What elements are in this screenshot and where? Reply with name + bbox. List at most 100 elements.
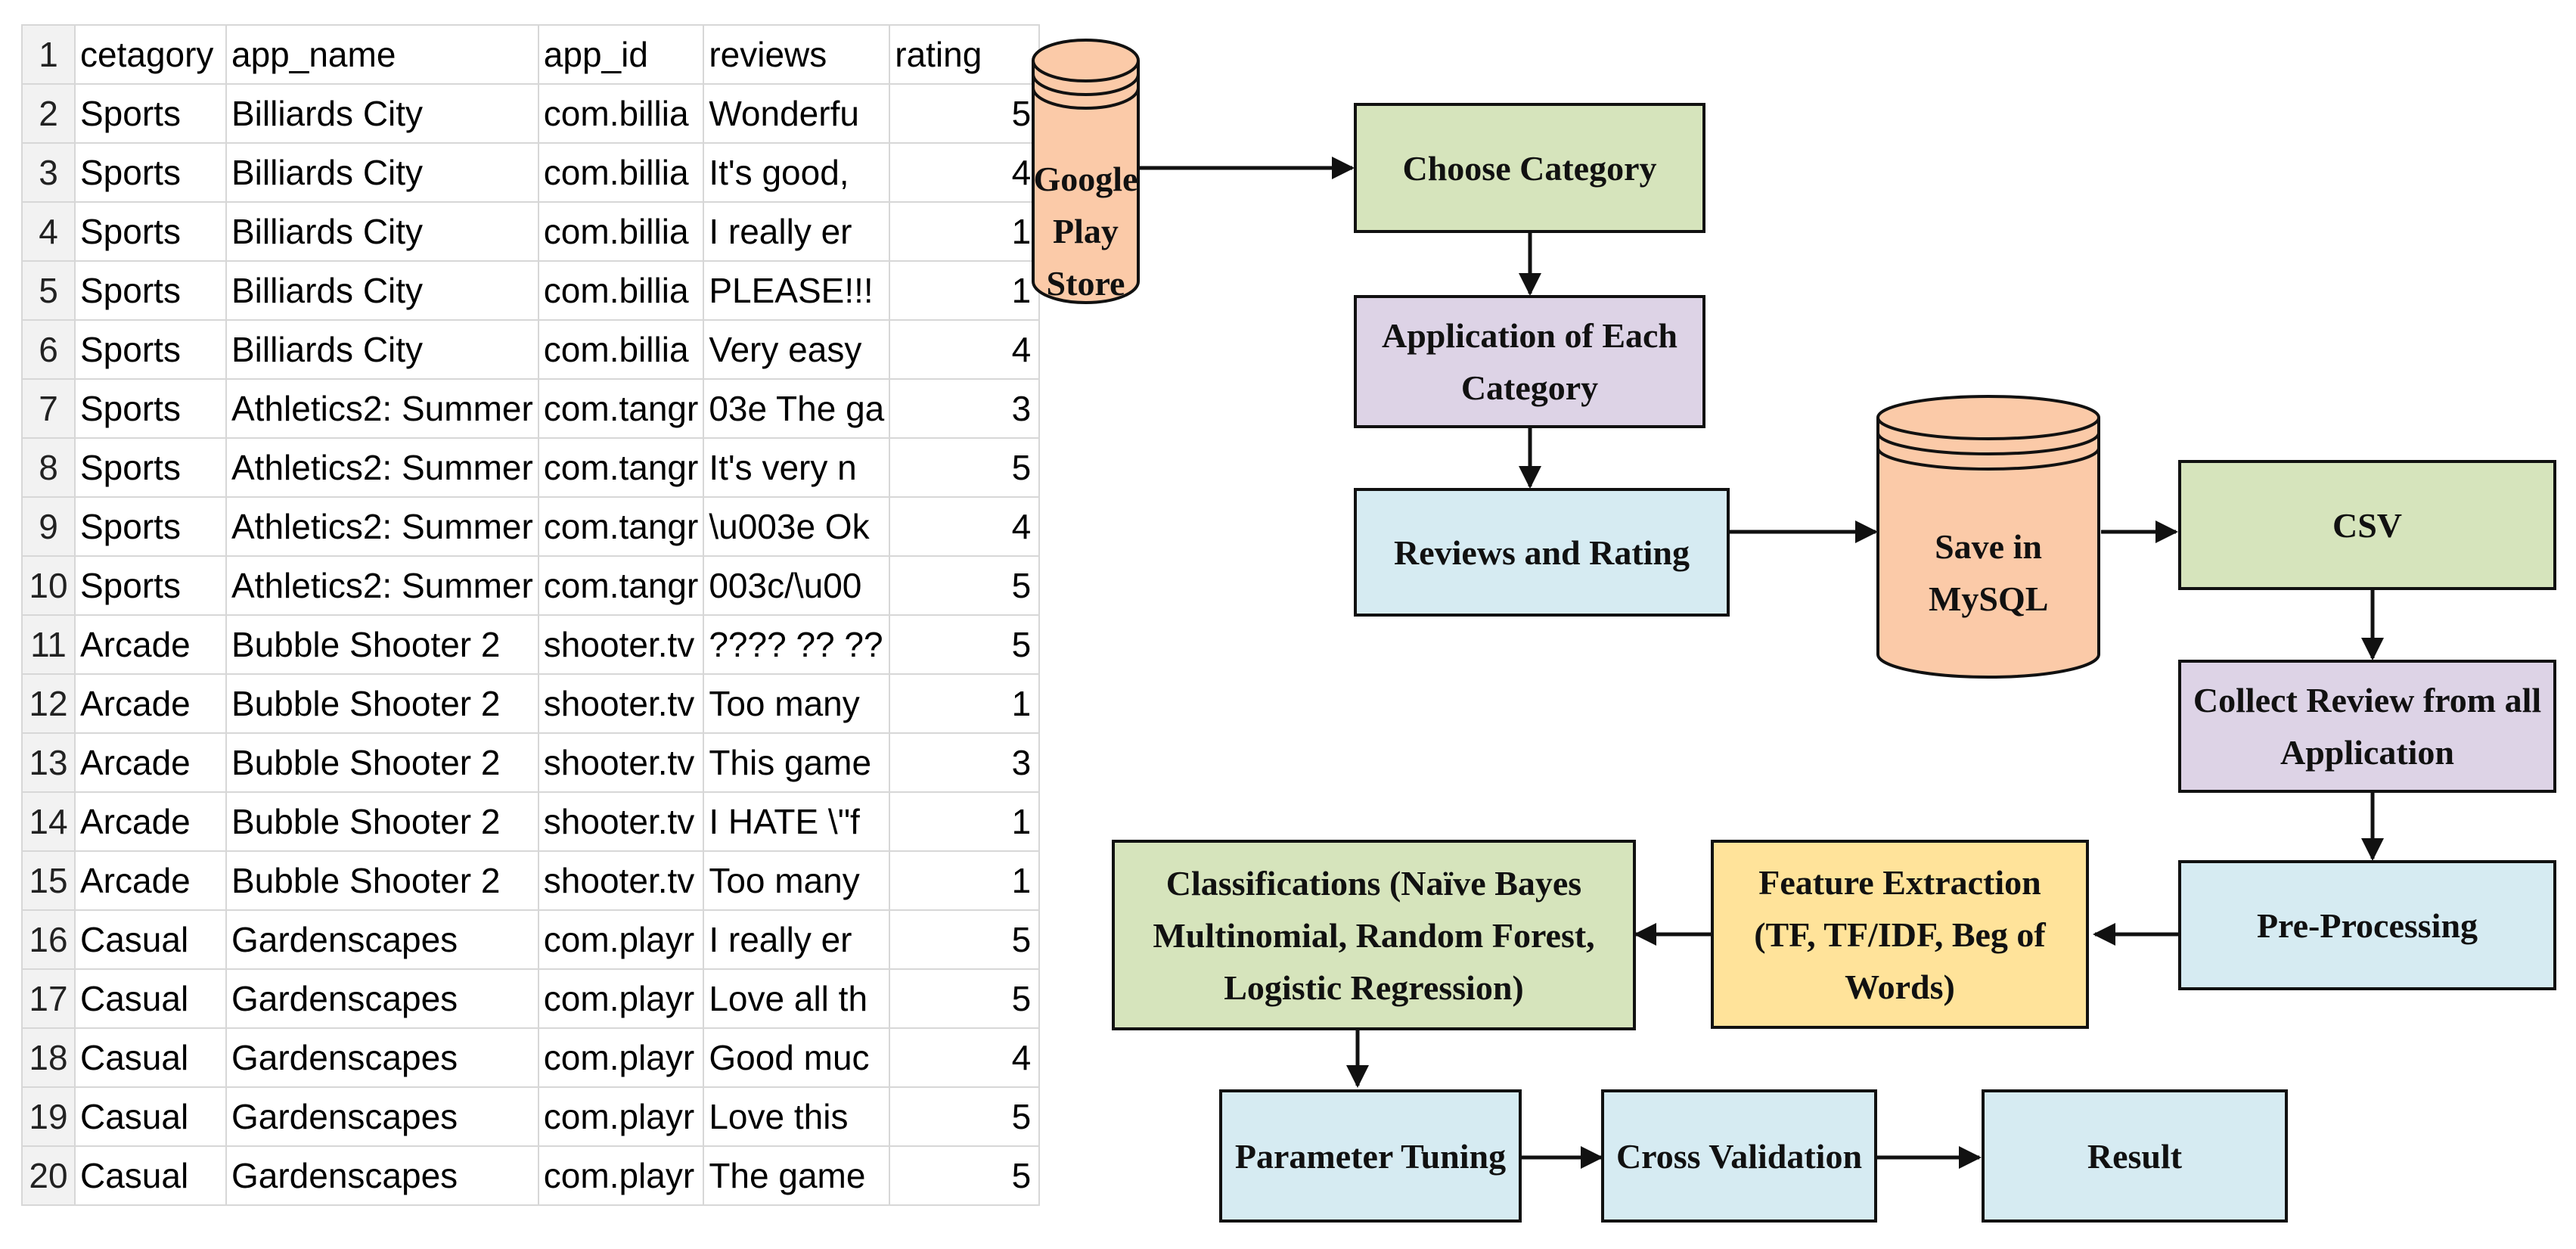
row-number: 14 <box>21 791 76 852</box>
table-cell: Billiards City <box>225 83 539 144</box>
pre-processing-step: Pre-Processing <box>2178 860 2556 990</box>
google-play-store-label: Google Play Store <box>1033 160 1138 303</box>
table-cell: com.billia <box>537 201 705 262</box>
collect-review-label: Collect Review from all Application <box>2193 681 2542 772</box>
table-cell: com.billia <box>537 319 705 380</box>
table-cell: com.playr <box>537 1086 705 1147</box>
table-cell: Sports <box>74 260 227 321</box>
choose-category-label: Choose Category <box>1402 148 1657 188</box>
row-number: 6 <box>21 319 76 380</box>
table-cell: 5 <box>889 437 1041 498</box>
table-cell: Sports <box>74 378 227 439</box>
pre-processing-label: Pre-Processing <box>2256 906 2478 945</box>
table-cell: ???? ?? ?? <box>703 614 891 675</box>
table-cell: 1 <box>889 791 1041 852</box>
table-cell: com.tangr <box>537 555 705 616</box>
table-cell: 003c/\u00 <box>703 555 891 616</box>
table-cell: Casual <box>74 909 227 970</box>
application-of-each-category-step: Application of Each Category <box>1354 295 1705 428</box>
column-header: rating <box>889 24 1041 85</box>
table-cell: Bubble Shooter 2 <box>225 791 539 852</box>
table-cell: Bubble Shooter 2 <box>225 673 539 734</box>
application-of-each-category-label: Application of Each Category <box>1381 316 1678 407</box>
choose-category-step: Choose Category <box>1354 103 1705 233</box>
feature-extraction-label: Feature Extraction (TF, TF/IDF, Beg of W… <box>1754 862 2046 1006</box>
table-cell: Sports <box>74 319 227 380</box>
table-cell: I really er <box>703 909 891 970</box>
table-cell: Bubble Shooter 2 <box>225 850 539 911</box>
table-cell: It's very n <box>703 437 891 498</box>
table-cell: 5 <box>889 1086 1041 1147</box>
table-cell: Athletics2: Summer <box>225 437 539 498</box>
csv-step: CSV <box>2178 460 2556 590</box>
row-number: 7 <box>21 378 76 439</box>
result-label: Result <box>2087 1136 2183 1176</box>
table-cell: com.tangr <box>537 437 705 498</box>
row-number: 17 <box>21 968 76 1029</box>
table-cell: 1 <box>889 850 1041 911</box>
row-number: 2 <box>21 83 76 144</box>
table-cell: 5 <box>889 909 1041 970</box>
table-cell: com.playr <box>537 1027 705 1088</box>
table-cell: com.playr <box>537 1145 705 1206</box>
column-header: cetagory <box>74 24 227 85</box>
table-cell: 5 <box>889 614 1041 675</box>
reviews-and-rating-step: Reviews and Rating <box>1354 488 1730 617</box>
table-cell: Too many <box>703 673 891 734</box>
table-cell: shooter.tv <box>537 614 705 675</box>
table-cell: PLEASE!!! <box>703 260 891 321</box>
table-cell: Casual <box>74 968 227 1029</box>
database-icon <box>1876 395 2100 679</box>
table-cell: Gardenscapes <box>225 1145 539 1206</box>
parameter-tuning-step: Parameter Tuning <box>1219 1089 1522 1223</box>
table-cell: 5 <box>889 968 1041 1029</box>
cross-validation-label: Cross Validation <box>1615 1136 1863 1176</box>
table-cell: Sports <box>74 83 227 144</box>
table-cell: shooter.tv <box>537 673 705 734</box>
row-number: 18 <box>21 1027 76 1088</box>
table-cell: This game <box>703 732 891 793</box>
table-cell: 4 <box>889 496 1041 557</box>
google-play-store-database: Google Play Store <box>1031 38 1141 306</box>
save-in-mysql-label: Save in MySQL <box>1929 527 2049 618</box>
table-cell: 1 <box>889 673 1041 734</box>
row-number: 20 <box>21 1145 76 1206</box>
table-cell: Sports <box>74 201 227 262</box>
table-cell: Gardenscapes <box>225 909 539 970</box>
row-number: 1 <box>21 24 76 85</box>
row-number: 16 <box>21 909 76 970</box>
table-cell: Gardenscapes <box>225 1027 539 1088</box>
table-cell: 5 <box>889 555 1041 616</box>
table-cell: com.playr <box>537 968 705 1029</box>
table-cell: Billiards City <box>225 142 539 203</box>
parameter-tuning-label: Parameter Tuning <box>1234 1136 1507 1176</box>
table-cell: com.billia <box>537 142 705 203</box>
result-step: Result <box>1982 1089 2288 1223</box>
table-cell: 1 <box>889 201 1041 262</box>
table-cell: com.billia <box>537 83 705 144</box>
table-cell: Billiards City <box>225 201 539 262</box>
table-cell: Arcade <box>74 732 227 793</box>
table-cell: 4 <box>889 319 1041 380</box>
row-number: 15 <box>21 850 76 911</box>
table-cell: 5 <box>889 1145 1041 1206</box>
table-cell: Athletics2: Summer <box>225 378 539 439</box>
table-cell: Billiards City <box>225 260 539 321</box>
table-cell: shooter.tv <box>537 732 705 793</box>
table-cell: Arcade <box>74 791 227 852</box>
table-cell: 3 <box>889 378 1041 439</box>
row-number: 12 <box>21 673 76 734</box>
row-number: 5 <box>21 260 76 321</box>
row-number: 13 <box>21 732 76 793</box>
table-cell: 03e The ga <box>703 378 891 439</box>
